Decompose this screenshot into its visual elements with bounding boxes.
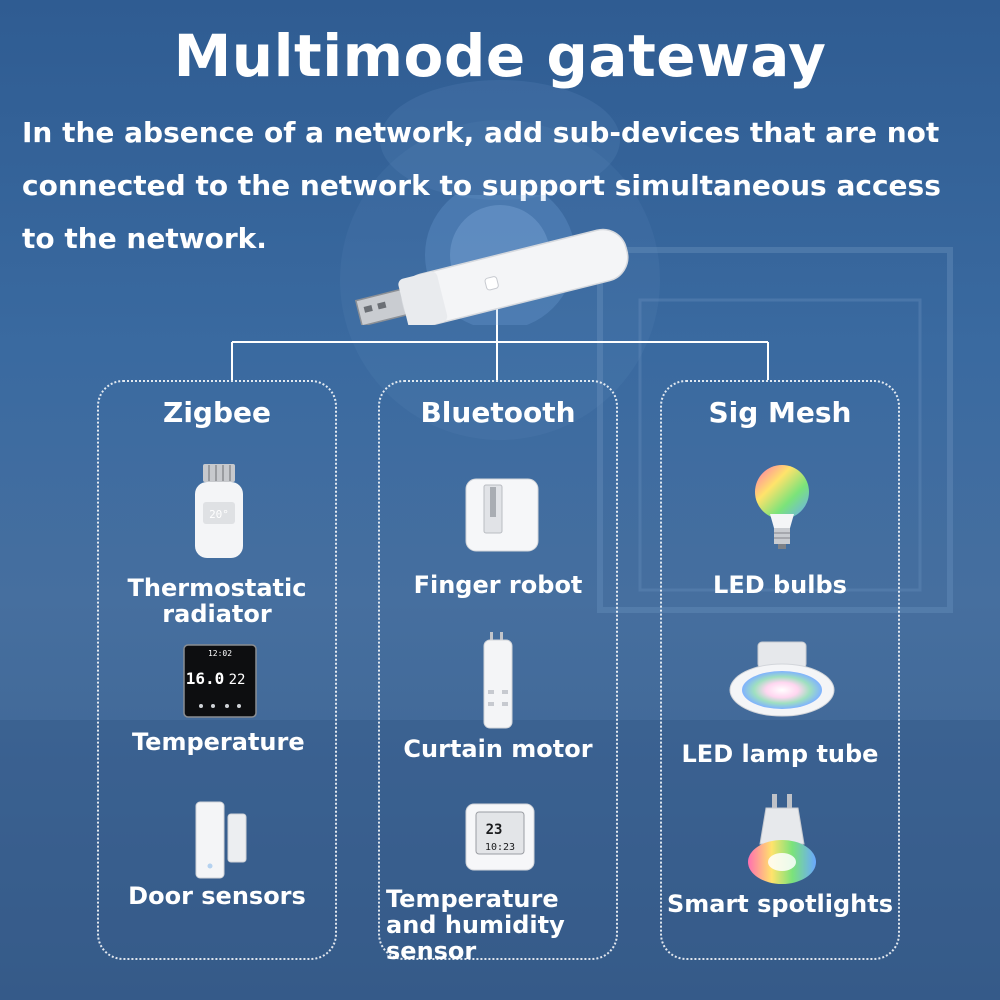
svg-text:22: 22	[229, 672, 246, 688]
thermostat-panel-icon: 12:02 16.0 22	[183, 644, 257, 718]
panel-title-bluetooth: Bluetooth	[420, 396, 576, 429]
finger-robot-icon	[465, 478, 539, 552]
svg-text:12:02: 12:02	[208, 649, 232, 658]
device-label: Smart spotlights	[666, 890, 894, 918]
svg-text:23: 23	[486, 822, 503, 838]
door-sensor-icon	[195, 801, 247, 879]
downlight-icon	[729, 641, 835, 717]
panel-title-zigbee: Zigbee	[163, 396, 271, 429]
device-label: Curtain motor	[403, 735, 593, 763]
panel-title-sig-mesh: Sig Mesh	[708, 396, 852, 429]
device-label: Temperature and humidity sensor	[386, 885, 565, 965]
page-title: Multimode gateway	[173, 22, 827, 90]
usb-gateway-icon	[354, 195, 629, 325]
svg-text:16.0: 16.0	[186, 669, 225, 688]
panel-bluetooth: Bluetooth Finger robot Curtain motor 23 …	[378, 380, 618, 964]
device-label: LED bulbs	[713, 571, 847, 599]
device-label: Temperature	[132, 728, 305, 756]
panel-zigbee: Zigbee 20° Thermostatic radiator 12:02 1…	[97, 380, 337, 960]
svg-text:20°: 20°	[209, 508, 229, 521]
panel-sig-mesh: Sig Mesh LED bulbs LED lamp tube	[660, 380, 900, 960]
hygrometer-icon: 23 10:23	[465, 803, 535, 871]
spotlight-icon	[748, 794, 816, 884]
device-label: Finger robot	[413, 571, 583, 599]
radiator-valve-icon: 20°	[195, 464, 243, 558]
led-bulb-icon	[755, 465, 809, 549]
page-subtitle: In the absence of a network, add sub-dev…	[22, 116, 941, 255]
device-label: Thermostatic radiator	[127, 574, 307, 628]
svg-text:10:23: 10:23	[485, 842, 515, 853]
curtain-motor-icon	[483, 632, 513, 729]
device-label: Door sensors	[128, 882, 306, 910]
device-label: LED lamp tube	[681, 740, 879, 768]
